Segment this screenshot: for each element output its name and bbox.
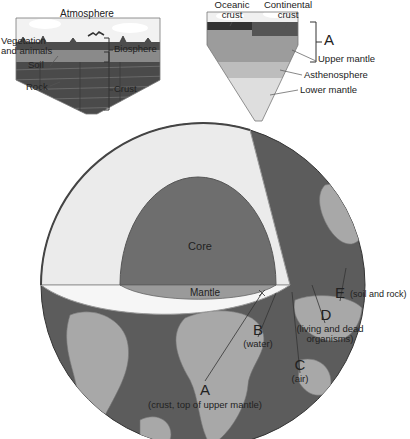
layer-label: Continental crust <box>259 0 317 21</box>
layer-label: Biosphere <box>114 44 174 54</box>
layer-label: Rock <box>26 82 56 92</box>
mantle-top-face <box>41 285 290 314</box>
layer-label: Asthenosphere <box>304 70 404 80</box>
core-section <box>120 177 276 285</box>
core-top-face <box>120 285 276 299</box>
layer-label: Crust <box>114 84 154 94</box>
layer-label: Oceanic crust <box>210 0 254 21</box>
layer-label: Soil <box>28 60 58 70</box>
callout-letter: A <box>197 382 213 399</box>
callout-note: (water) <box>233 339 283 349</box>
callout-letter: D <box>318 307 334 324</box>
crust-rim <box>41 123 250 285</box>
layer-label: Atmosphere <box>60 8 130 19</box>
mantle-cut-face <box>41 123 290 285</box>
callout-letter: C <box>292 357 308 374</box>
region-label: Core <box>175 240 225 252</box>
callout-note: (crust, top of upper mantle) <box>120 400 290 410</box>
callout-letter: A <box>324 32 344 49</box>
region-label: Mantle <box>175 287 235 298</box>
layer-label: Vegetation and animals <box>1 36 63 57</box>
inset-block <box>10 14 170 117</box>
layer-label: Lower mantle <box>300 85 400 95</box>
callout-letter: B <box>250 322 266 339</box>
layer-wedge <box>200 8 312 123</box>
globe <box>41 123 365 439</box>
callout-letter: E <box>332 285 348 302</box>
layer-label: Upper mantle <box>318 54 408 64</box>
bracket <box>104 52 113 110</box>
callout-note: (living and dead organisms) <box>284 324 376 345</box>
callout-note: (air) <box>280 374 320 384</box>
callout-note: (soil and rock) <box>350 290 408 300</box>
